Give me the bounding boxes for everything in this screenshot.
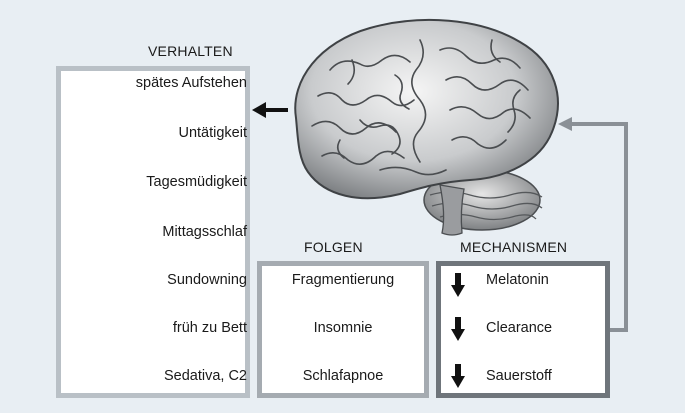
down-arrow-icon [451,317,465,341]
mechanismen-heading: MECHANISMEN [460,239,568,255]
brain-illustration [294,18,559,236]
verhalten-box [56,66,250,398]
verhalten-item: spätes Aufstehen [135,75,247,91]
verhalten-item: Tagesmüdigkeit [146,174,247,190]
verhalten-heading: VERHALTEN [148,43,233,59]
verhalten-item: Sundowning [167,272,247,288]
feedback-arrowhead [558,117,572,131]
arrow-left-icon [252,102,288,118]
folgen-item: Insomnie [313,320,373,336]
mechanismen-item: Melatonin [486,272,549,288]
mechanismen-item: Sauerstoff [486,368,552,384]
verhalten-item: Mittagsschlaf [162,224,247,240]
folgen-heading: FOLGEN [304,239,363,255]
feedback-connector [572,122,628,332]
mechanismen-box [436,261,610,398]
down-arrow-icon [451,273,465,297]
folgen-item: Fragmentierung [291,272,395,288]
verhalten-item: Untätigkeit [178,125,247,141]
folgen-box [257,261,429,398]
verhalten-item: früh zu Bett [172,320,247,336]
mechanismen-item: Clearance [486,320,553,336]
down-arrow-icon [451,364,465,388]
folgen-item: Schlafapnoe [302,368,384,384]
verhalten-item: Sedativa, C2 [163,368,247,384]
